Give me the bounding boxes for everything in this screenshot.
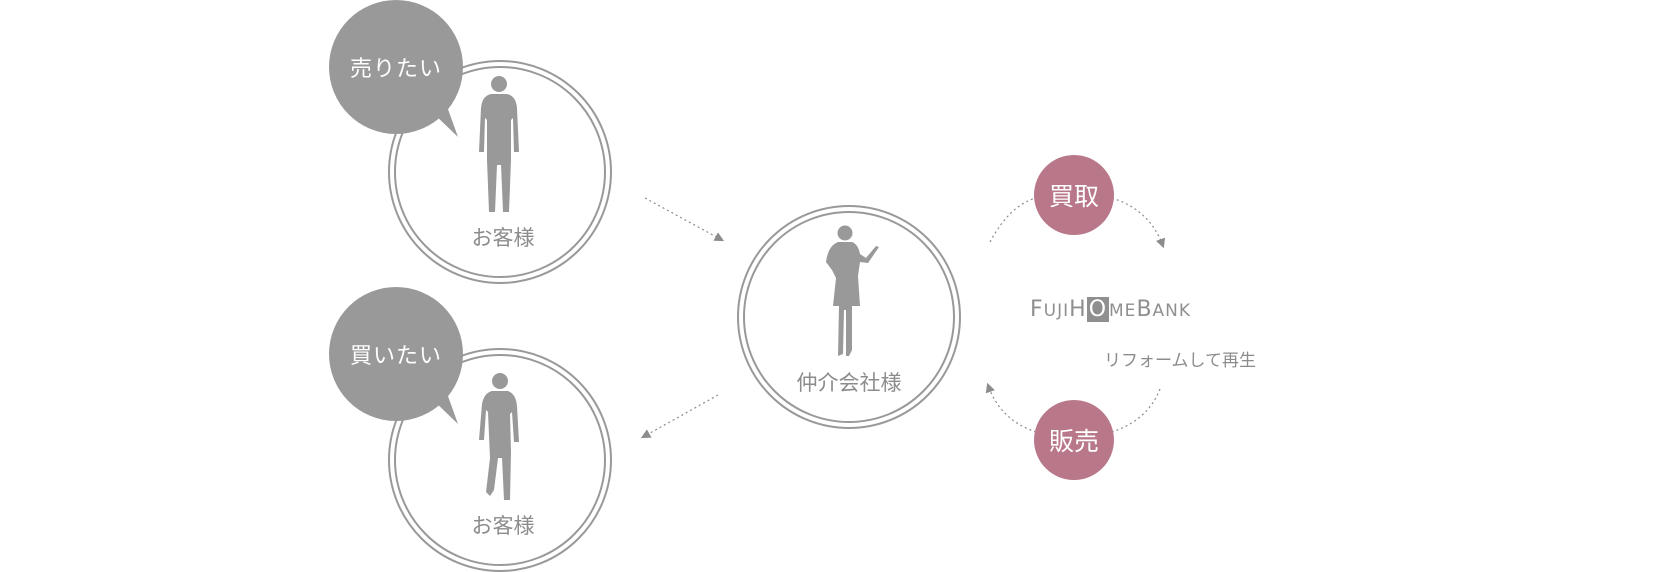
buyers-label: お客様 [471,514,535,538]
buy-badge: 買取 [1034,155,1114,235]
arrow-agent-to-buy-badge [989,197,1037,243]
brand-tagline: リフォームして再生 [1104,351,1256,371]
sellers-circle [388,60,612,284]
brand-part-1: F [1030,297,1044,322]
arrow-buy-badge-to-brand [1111,197,1166,249]
arrow-sell-badge-to-agent [985,382,1037,433]
buy-badge-text: 買取 [1048,182,1099,211]
buyers-circle [388,348,612,572]
brand-part-5: ME [1109,301,1137,321]
sellers-label: お客様 [471,226,535,250]
brand-part-2: UJI [1043,301,1070,321]
agent-circle [737,205,961,429]
sell-badge: 販売 [1034,400,1114,480]
brand-part-4: O [1086,297,1110,322]
buy-bubble-text: 買いたい [349,344,442,369]
brand-part-7: ANK [1152,301,1192,321]
arrow-agent-to-buyers [640,394,719,439]
brand-part-6: B [1136,297,1153,322]
sell-bubble-text: 売りたい [349,57,442,82]
sell-badge-text: 販売 [1048,427,1099,456]
brand-part-3: H [1069,297,1087,322]
arrow-brand-to-sell-badge [1111,388,1161,433]
agent-label: 仲介会社様 [796,371,902,395]
